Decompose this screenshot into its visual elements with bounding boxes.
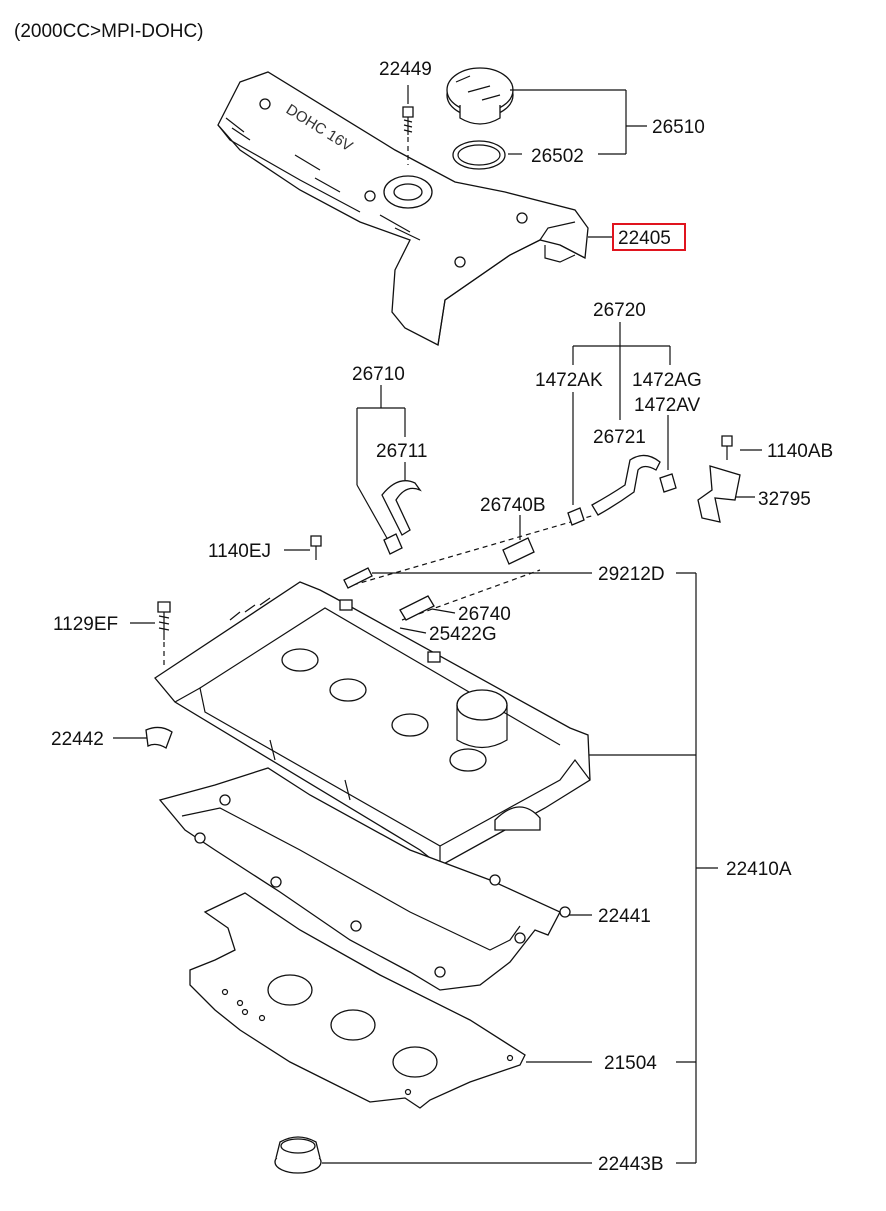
label-21504[interactable]: 21504 <box>604 1053 657 1074</box>
label-1472AK[interactable]: 1472AK <box>535 370 603 391</box>
label-26740B[interactable]: 26740B <box>480 495 546 516</box>
valve-cover-gasket <box>158 767 571 991</box>
label-26711[interactable]: 26711 <box>376 441 427 462</box>
leader-lines <box>113 89 762 1164</box>
label-26720[interactable]: 26720 <box>593 300 646 321</box>
label-22405[interactable]: 22405 <box>618 228 671 249</box>
label-29212D[interactable]: 29212D <box>598 564 665 585</box>
pcv-hose <box>381 480 422 536</box>
label-22442[interactable]: 22442 <box>51 729 104 750</box>
engine-cover: DOHC 16V <box>217 71 589 346</box>
label-1140AB[interactable]: 1140AB <box>767 441 833 462</box>
label-1129EF[interactable]: 1129EF <box>53 614 118 635</box>
label-26710[interactable]: 26710 <box>352 364 405 385</box>
label-22449[interactable]: 22449 <box>379 59 432 80</box>
label-26510[interactable]: 26510 <box>652 117 705 138</box>
label-32795[interactable]: 32795 <box>758 489 811 510</box>
spark-plug-gasket <box>189 892 526 1109</box>
label-1472AV[interactable]: 1472AV <box>634 395 701 416</box>
highlight-box-22405 <box>612 223 686 251</box>
label-25422G[interactable]: 25422G <box>429 624 497 645</box>
engine-spec-header: (2000CC>MPI-DOHC) <box>14 21 204 42</box>
tube-26740b <box>502 537 535 565</box>
oil-filler-cap <box>446 67 514 125</box>
label-1140EJ[interactable]: 1140EJ <box>208 541 271 562</box>
label-26740[interactable]: 26740 <box>458 604 511 625</box>
bracket-32795 <box>697 465 741 523</box>
label-22441[interactable]: 22441 <box>598 906 651 927</box>
breather-hose <box>591 454 661 516</box>
tube-26740 <box>399 595 435 621</box>
label-22410A[interactable]: 22410A <box>726 859 792 880</box>
seal-22442 <box>145 726 173 749</box>
label-1472AG[interactable]: 1472AG <box>632 370 702 391</box>
bolt-22449 <box>402 85 414 165</box>
label-26721[interactable]: 26721 <box>593 427 646 448</box>
valve-cover <box>154 581 591 867</box>
label-22443B[interactable]: 22443B <box>598 1154 664 1175</box>
oil-cap-gasket <box>452 140 506 170</box>
seal-22443b <box>274 1136 322 1174</box>
label-26502[interactable]: 26502 <box>531 146 584 167</box>
